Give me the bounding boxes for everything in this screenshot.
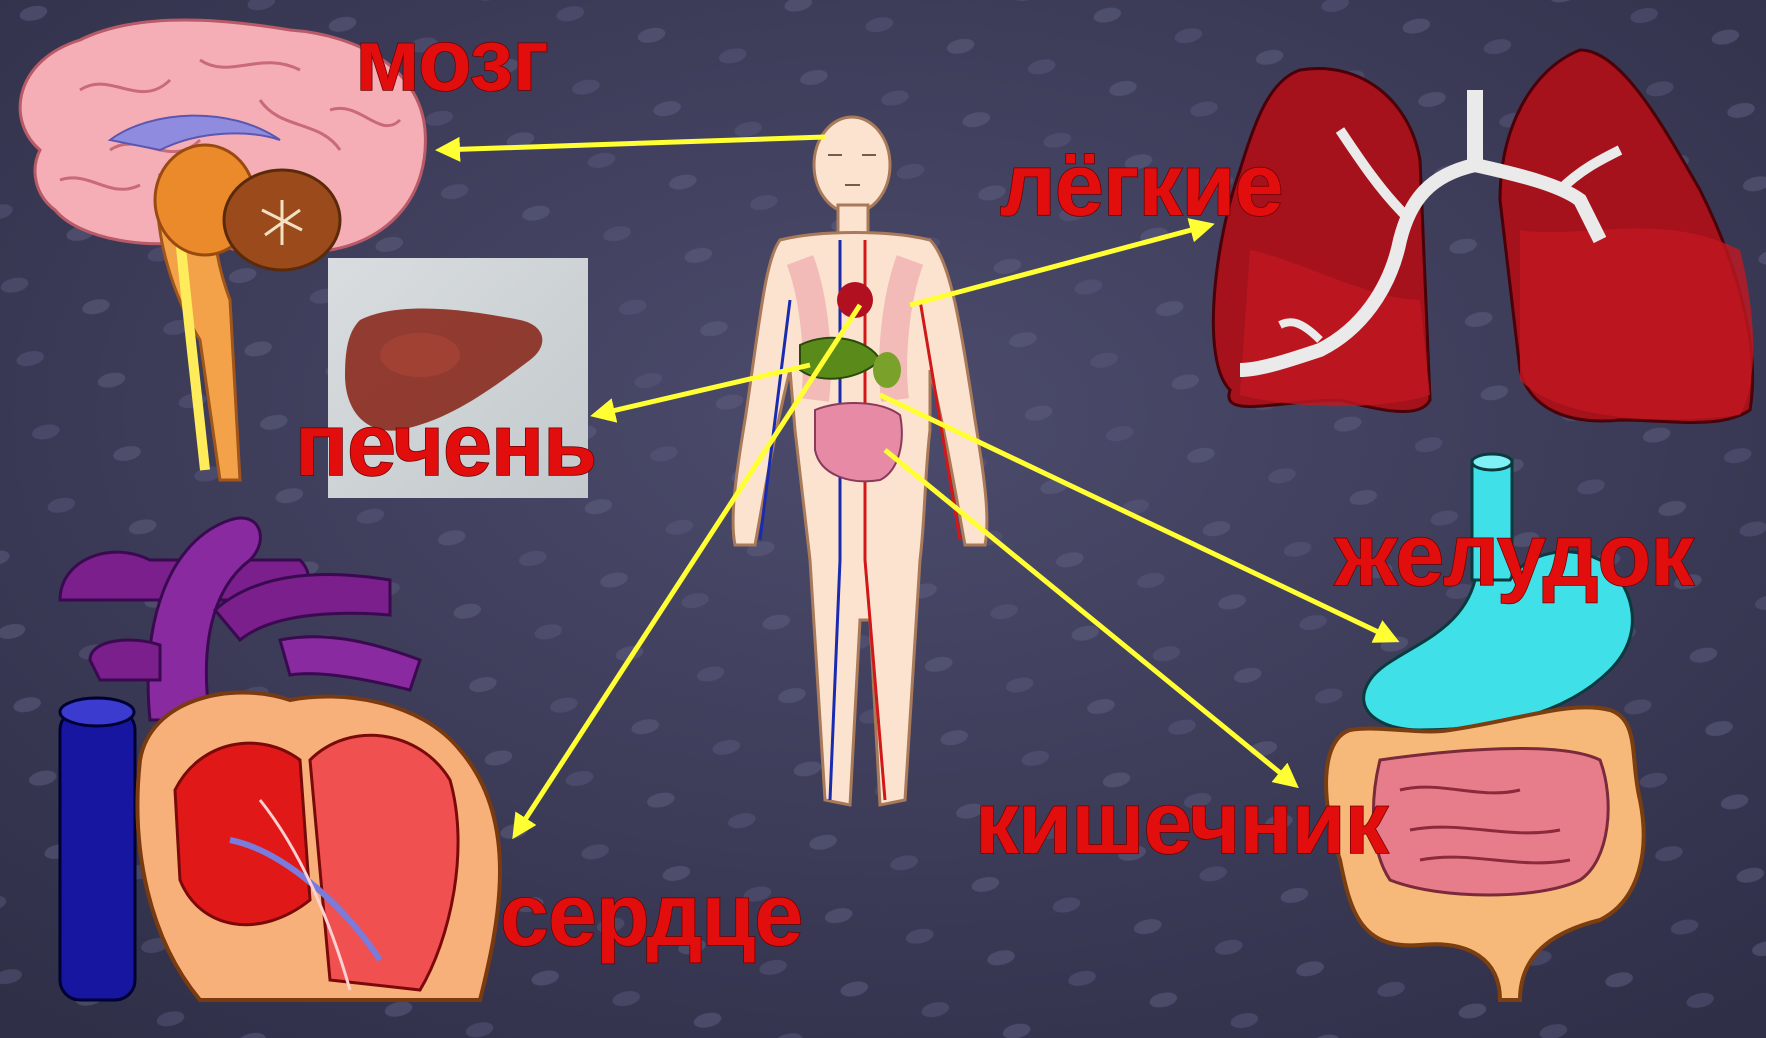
liver-label: печень (295, 395, 596, 494)
stomach-label: желудок (1334, 505, 1695, 604)
heart-label: сердце (500, 865, 802, 964)
brain-label: мозг (355, 10, 548, 109)
intestine-label: кишечник (975, 773, 1390, 872)
lungs-label: лёгкие (1000, 135, 1283, 234)
